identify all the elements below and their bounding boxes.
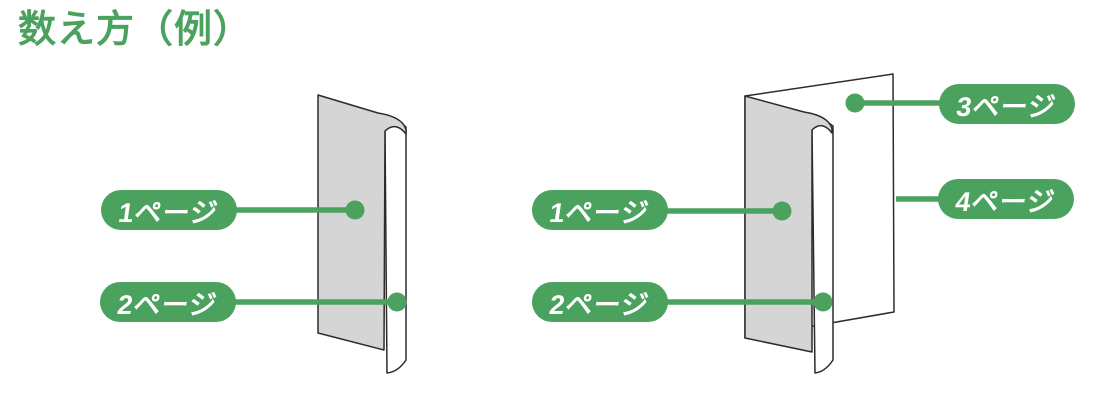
open-page1-label: 1ページ (547, 197, 652, 228)
closed-page2-anchor-dot (387, 292, 407, 312)
open-page1-anchor-dot (772, 201, 792, 221)
closed-page2-label: 2ページ (115, 289, 220, 320)
open-page2-label: 2ページ (547, 289, 652, 320)
closed-front-cover-face (317, 94, 407, 351)
open-page4-label-pill: 4ページ (938, 179, 1074, 219)
closed-page1-label-pill: 1ページ (101, 190, 237, 230)
closed-leaflet-illustration (234, 94, 407, 374)
closed-inner-page-edge (384, 122, 407, 374)
open-page1-label-pill: 1ページ (532, 190, 668, 230)
closed-page2-label-pill: 2ページ (100, 282, 236, 322)
closed-page1-label: 1ページ (116, 197, 221, 228)
page-title: 数え方（例） (18, 9, 253, 51)
closed-page1-anchor-dot (345, 200, 365, 220)
open-page3-anchor-dot (845, 93, 865, 113)
open-page3-label: 3ページ (954, 91, 1059, 122)
open-page3-label-pill: 3ページ (939, 84, 1075, 124)
open-inner-page-edge (811, 121, 834, 374)
open-page2-anchor-dot (813, 292, 833, 312)
open-page2-label-pill: 2ページ (532, 282, 668, 322)
open-front-cover-face (744, 95, 833, 353)
open-page4-label: 4ページ (953, 186, 1058, 217)
open-leaflet-illustration (664, 73, 950, 374)
